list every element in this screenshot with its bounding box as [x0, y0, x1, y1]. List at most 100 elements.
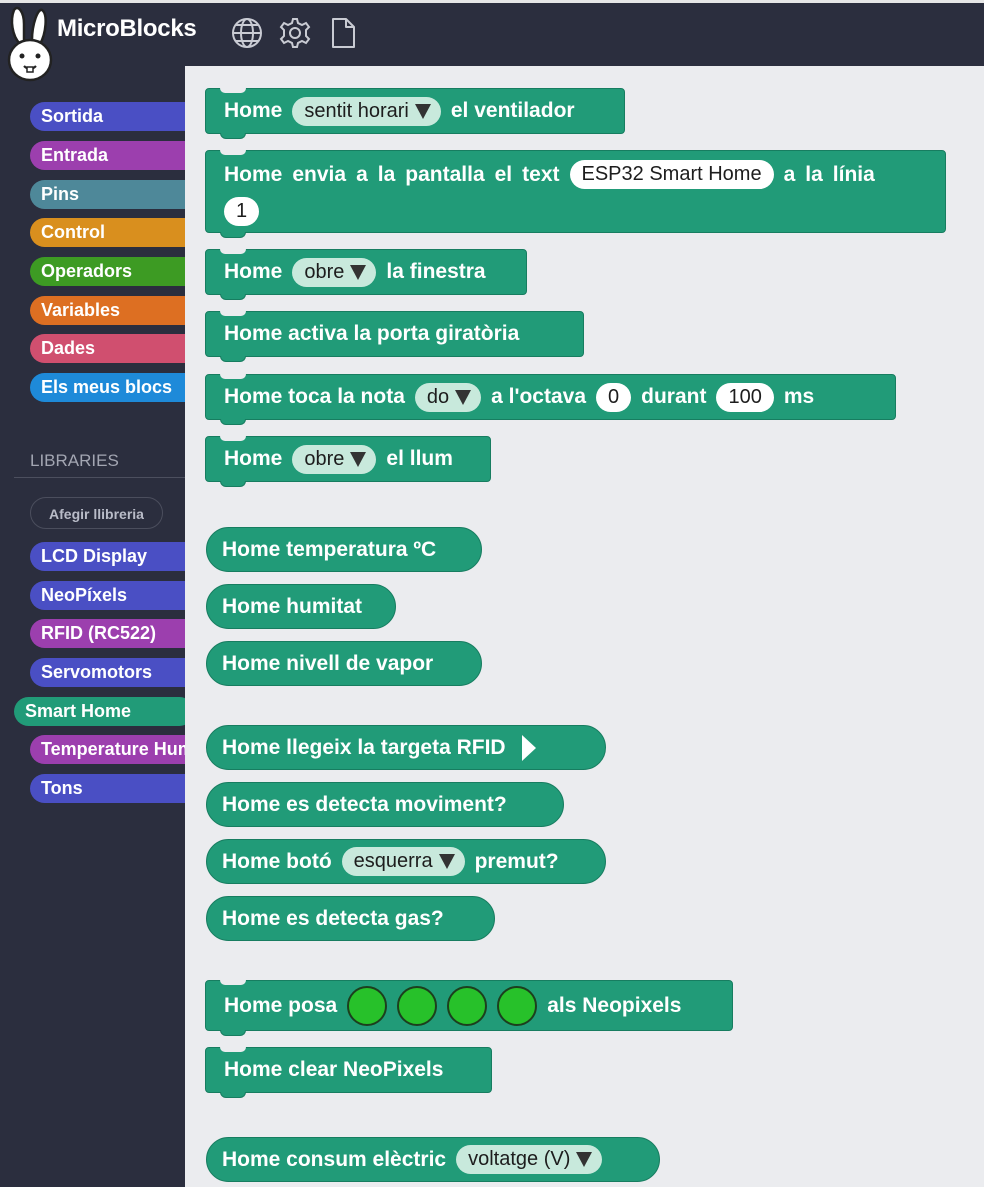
category-entrada[interactable]: Entrada [30, 141, 185, 170]
category-sortida[interactable]: Sortida [30, 102, 185, 131]
rabbit-logo-icon[interactable] [6, 6, 54, 82]
category-dades[interactable]: Dades [30, 334, 185, 363]
block-label: envia [292, 162, 347, 186]
block-label: Home temperatura ºC [222, 537, 437, 561]
play-note-block[interactable]: Home toca la nota do a l'octava 0 durant… [205, 374, 896, 425]
display-text-block[interactable]: Home envia a la pantalla el text ESP32 S… [205, 150, 946, 238]
library-neopixels[interactable]: NeoPíxels [30, 581, 185, 610]
duration-input[interactable]: 100 [716, 382, 774, 412]
dropdown-value: obre [304, 260, 345, 283]
add-library-button[interactable]: Afegir llibreria [30, 497, 163, 529]
block-label: Home consum elèctric [222, 1147, 447, 1171]
display-text-input[interactable]: ESP32 Smart Home [569, 160, 774, 189]
revolving-door-block[interactable]: Home activa la porta giratòria [205, 311, 584, 362]
library-lcd-display[interactable]: LCD Display [30, 542, 185, 571]
window-block[interactable]: Home obre la finestra [205, 249, 527, 300]
window-action-dropdown[interactable]: obre [292, 257, 377, 287]
block-label: el [494, 162, 513, 186]
dropdown-value: esquerra [353, 850, 433, 872]
category-control[interactable]: Control [30, 218, 185, 247]
octave-input[interactable]: 0 [596, 382, 632, 412]
block-label: a [356, 162, 368, 186]
block-label: Home es detecta moviment? [222, 792, 507, 816]
block-label: la finestra [386, 260, 486, 283]
block-label: Home [224, 162, 283, 186]
button-side-dropdown[interactable]: esquerra [341, 847, 465, 876]
block-label: Home posa [224, 993, 338, 1017]
fan-block[interactable]: Home sentit horari el ventilador [205, 88, 625, 139]
block-label: Home botó [222, 849, 332, 873]
library-smart-home[interactable]: Smart Home [14, 697, 185, 726]
block-label: Home clear NeoPixels [224, 1058, 444, 1081]
block-label: Home humitat [222, 594, 363, 618]
light-block[interactable]: Home obre el llum [205, 436, 491, 487]
library-temperature-humidity[interactable]: Temperature Humidity [30, 735, 185, 764]
category-variables[interactable]: Variables [30, 296, 185, 325]
block-label: el ventilador [450, 99, 575, 122]
block-label: Home [224, 99, 283, 122]
dropdown-value: do [426, 385, 450, 408]
power-consumption-reporter[interactable]: Home consum elèctric voltatge (V) [206, 1137, 660, 1182]
dropdown-arrow-icon [414, 103, 431, 119]
library-tons[interactable]: Tons [30, 774, 185, 803]
dropdown-arrow-icon [576, 1152, 593, 1167]
globe-icon[interactable] [230, 16, 264, 50]
block-label: text [522, 162, 560, 186]
dropdown-arrow-icon [455, 389, 472, 405]
color-swatch-3[interactable] [447, 985, 488, 1026]
temperature-reporter[interactable]: Home temperatura ºC [206, 527, 482, 572]
top-bar [0, 0, 984, 66]
divider [14, 477, 185, 478]
color-swatch-4[interactable] [497, 985, 538, 1026]
block-label: la [377, 162, 396, 186]
block-label: Home nivell de vapor [222, 651, 434, 675]
humidity-reporter[interactable]: Home humitat [206, 584, 396, 629]
dropdown-arrow-icon [350, 451, 367, 467]
block-label: als Neopixels [547, 993, 682, 1017]
category-operadors[interactable]: Operadors [30, 257, 185, 286]
color-swatch-2[interactable] [397, 985, 438, 1026]
gear-icon[interactable] [278, 16, 312, 50]
block-label: durant [641, 385, 707, 408]
block-label: el llum [386, 447, 453, 470]
gas-reporter[interactable]: Home es detecta gas? [206, 896, 495, 941]
note-dropdown[interactable]: do [414, 382, 482, 412]
block-label: Home [224, 260, 283, 283]
category-els-meus-blocs[interactable]: Els meus blocs [30, 373, 185, 402]
dropdown-arrow-icon [438, 854, 455, 869]
dropdown-value: sentit horari [304, 99, 409, 122]
block-label: ms [783, 385, 815, 408]
file-icon[interactable] [326, 16, 360, 50]
block-label: a l'octava [491, 385, 587, 408]
motion-reporter[interactable]: Home es detecta moviment? [206, 782, 564, 827]
rfid-reporter[interactable]: Home llegeix la targeta RFID [206, 725, 606, 770]
category-pins[interactable]: Pins [30, 180, 185, 209]
color-swatch-1[interactable] [347, 985, 388, 1026]
clear-neopixels-block[interactable]: Home clear NeoPixels [205, 1047, 492, 1098]
display-line-input[interactable]: 1 [224, 196, 260, 226]
block-label: Home activa la porta giratòria [224, 322, 520, 345]
block-label: Home llegeix la targeta RFID [222, 735, 506, 759]
library-rfid[interactable]: RFID (RC522) [30, 619, 185, 648]
button-reporter[interactable]: Home botó esquerra premut? [206, 839, 606, 884]
dropdown-arrow-icon [350, 264, 367, 280]
block-label: a [783, 162, 796, 186]
dropdown-value: obre [304, 447, 345, 470]
block-label: Home es detecta gas? [222, 906, 444, 930]
fan-direction-dropdown[interactable]: sentit horari [292, 96, 441, 126]
vapor-reporter[interactable]: Home nivell de vapor [206, 641, 482, 686]
block-label: línia [832, 162, 875, 186]
block-label: pantalla [405, 162, 485, 186]
app-title: MicroBlocks [57, 15, 197, 42]
sidebar: Sortida Entrada Pins Control Operadors V… [0, 66, 185, 1187]
power-unit-dropdown[interactable]: voltatge (V) [456, 1145, 603, 1174]
library-servomotors[interactable]: Servomotors [30, 658, 185, 687]
dropdown-value: voltatge (V) [468, 1148, 571, 1170]
block-label: Home [224, 447, 283, 470]
expand-arrow-icon[interactable] [521, 734, 536, 761]
libraries-header: LIBRARIES [30, 451, 119, 470]
neopixels-set-block[interactable]: Home posa als Neopixels [205, 980, 733, 1036]
block-label: Home toca la nota [224, 385, 405, 408]
block-label: premut? [474, 849, 559, 873]
light-action-dropdown[interactable]: obre [292, 444, 377, 474]
